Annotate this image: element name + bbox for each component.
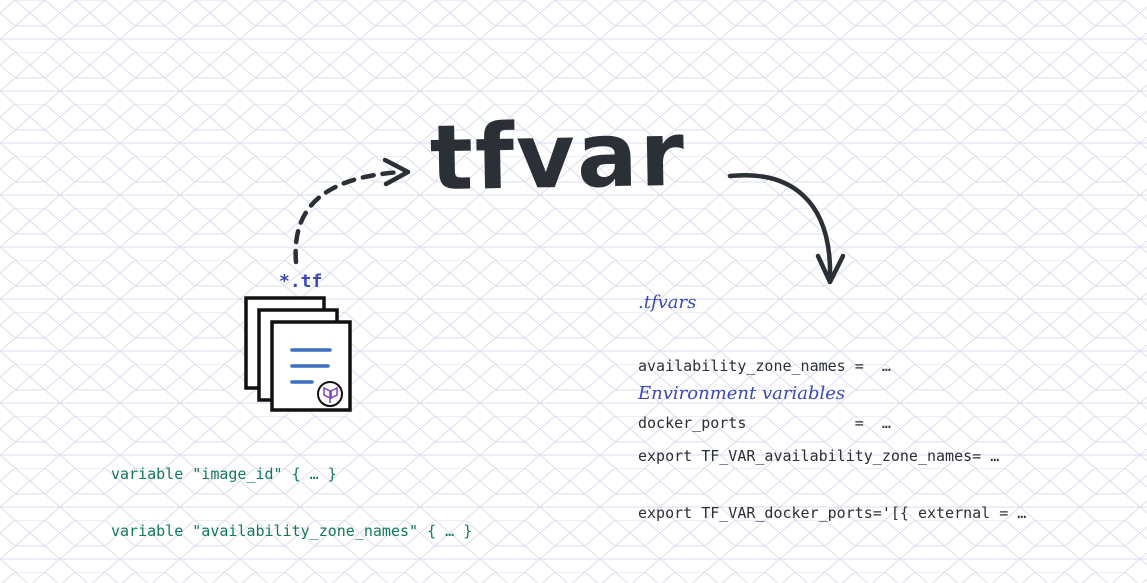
main-title: tfvar bbox=[429, 101, 687, 212]
tfvars-title: .tfvars bbox=[638, 292, 697, 313]
tf-code-line: variable "image_id" { … } bbox=[111, 465, 337, 483]
env-code-block: export TF_VAR_availability_zone_names= …… bbox=[638, 409, 1026, 561]
curved-arrow bbox=[727, 173, 833, 281]
dashed-arrow bbox=[293, 169, 403, 265]
tfvars-code-block: availability_zone_names = … docker_ports… bbox=[638, 319, 891, 471]
curved-arrow-head-icon bbox=[815, 253, 846, 285]
tf-files-label: *.tf bbox=[279, 271, 323, 292]
terraform-logo-icon bbox=[317, 381, 343, 407]
dashed-arrow-head-icon bbox=[382, 157, 411, 187]
tf-files-icon bbox=[244, 296, 352, 412]
env-code-line: export TF_VAR_docker_ports='[{ external … bbox=[638, 504, 1027, 522]
tf-code-block: variable "image_id" { … } variable "avai… bbox=[111, 427, 472, 579]
env-code-line: export TF_VAR_availability_zone_names= … bbox=[638, 447, 1000, 465]
env-title: Environment variables bbox=[638, 383, 846, 404]
tfvars-code-line: docker_ports = … bbox=[638, 414, 891, 432]
tf-code-line: variable "availability_zone_names" { … } bbox=[111, 522, 473, 540]
tfvars-code-line: availability_zone_names = … bbox=[638, 357, 891, 375]
